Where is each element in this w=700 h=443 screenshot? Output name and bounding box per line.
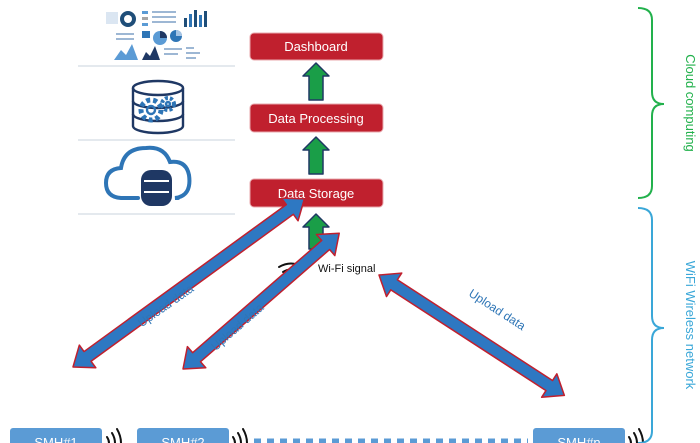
- cloud-db-body: [141, 170, 172, 206]
- signal-waves-icon: [232, 428, 248, 443]
- cloud-computing-brace: [637, 7, 665, 199]
- database-gears-icon: [131, 79, 185, 135]
- dashboard-box-bg: [249, 32, 384, 61]
- gear-teeth: [138, 97, 164, 123]
- mini-line: [152, 16, 176, 18]
- device-smhn-label: SMH#n: [557, 435, 600, 443]
- dashboard-box: Dashboard: [249, 32, 384, 61]
- cloud-outline: [103, 145, 192, 200]
- up-arrow-icon: [302, 136, 330, 175]
- mini-line: [164, 48, 182, 50]
- mini-area: [142, 46, 160, 60]
- device-smh2-label: SMH#2: [161, 435, 204, 443]
- up-arrow-icon: [302, 62, 330, 101]
- mini-line: [142, 17, 148, 20]
- wireless-network-brace: [637, 207, 665, 443]
- mini-pie-slice: [176, 30, 182, 36]
- mini-line: [142, 23, 148, 26]
- mini-bar: [199, 15, 202, 27]
- data-processing-box: Data Processing: [249, 103, 384, 133]
- signal-waves-icon: [628, 428, 644, 443]
- gear-hub: [145, 104, 157, 116]
- wireless-network-label: WiFi Wireless network: [683, 261, 698, 390]
- signal-waves-icon: [106, 428, 122, 443]
- upload-label-left: Upload data: [135, 281, 196, 330]
- upload-label-middle: Upload data: [208, 300, 266, 353]
- dashboard-charts-icon: [106, 10, 207, 60]
- icon-panel: [78, 10, 235, 215]
- data-processing-box-bg: [249, 103, 384, 133]
- mini-area: [114, 44, 138, 60]
- double-arrow-right: [378, 272, 566, 399]
- device-smh1: SMH#1: [10, 428, 102, 443]
- cloud-computing-label: Cloud computing: [683, 54, 698, 152]
- db-ring: [131, 100, 185, 110]
- mini-line: [186, 57, 196, 59]
- mini-line: [152, 11, 176, 13]
- mini-line: [186, 52, 200, 54]
- device-smhn: SMH#n: [533, 428, 625, 443]
- data-storage-box: Data Storage: [249, 178, 384, 208]
- double-arrow-middle: [182, 232, 340, 370]
- device-smh2: SMH#2: [137, 428, 229, 443]
- mini-pie-slice: [160, 31, 167, 38]
- db-top: [131, 79, 185, 97]
- dashboard-label: Dashboard: [284, 39, 348, 54]
- mini-bar: [189, 14, 192, 27]
- mini-line: [116, 33, 134, 35]
- mini-line: [186, 47, 194, 49]
- mini-line: [142, 11, 148, 14]
- device-smh2-bg: [137, 428, 229, 443]
- mini-bar: [184, 18, 187, 27]
- gear-teeth: [160, 96, 176, 112]
- device-smh1-label: SMH#1: [34, 435, 77, 443]
- db-ring: [131, 113, 185, 123]
- mini-bar: [204, 11, 207, 27]
- device-smhn-bg: [533, 428, 625, 443]
- mini-bar: [194, 10, 197, 27]
- gear-hub: [164, 100, 172, 108]
- mini-line: [116, 38, 134, 40]
- mini-line: [152, 21, 176, 23]
- mini-tile: [142, 31, 150, 38]
- data-storage-label: Data Storage: [278, 186, 355, 201]
- mini-line: [164, 53, 178, 55]
- double-arrow-left: [72, 197, 306, 369]
- upload-label-right: Upload data: [466, 286, 528, 333]
- device-smh1-bg: [10, 428, 102, 443]
- mini-donut-hole: [124, 15, 132, 23]
- wifi-signal-label: Wi-Fi signal: [318, 263, 375, 275]
- mini-tile: [106, 12, 118, 24]
- db-body: [131, 88, 185, 135]
- data-processing-label: Data Processing: [268, 111, 363, 126]
- cloud-database-icon: [103, 145, 192, 206]
